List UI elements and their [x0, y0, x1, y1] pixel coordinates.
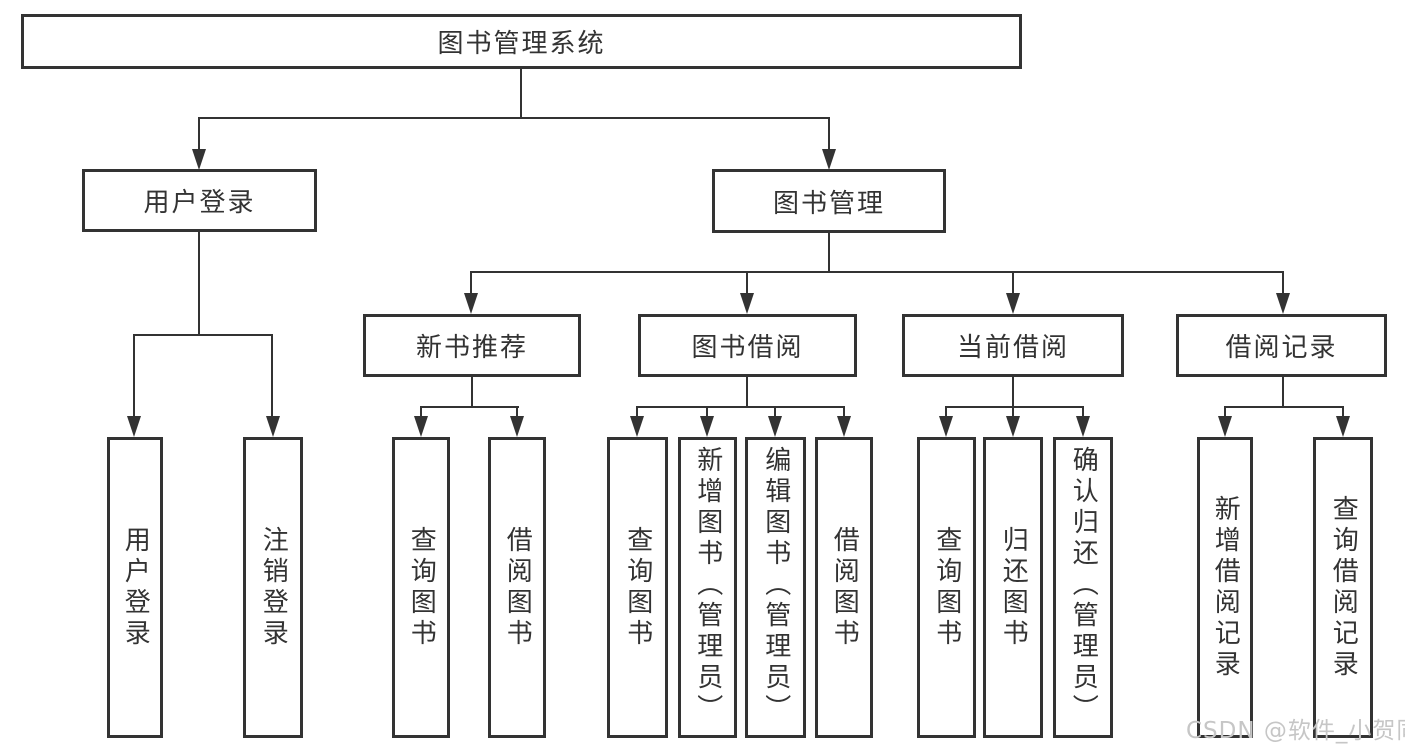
connector-line	[746, 377, 748, 407]
connector-line	[1012, 271, 1014, 295]
node-current-borrowing: 当前借阅	[902, 314, 1124, 377]
leaf-query-borrow-record-label: 查询借阅记录	[1328, 494, 1359, 681]
leaf-query-borrow-record: 查询借阅记录	[1313, 437, 1373, 738]
connector-line	[471, 377, 473, 407]
connector-line	[636, 406, 845, 408]
connector-line	[1282, 377, 1284, 407]
connector-line	[133, 334, 273, 336]
leaf-user-login: 用户登录	[107, 437, 163, 738]
connector-line	[520, 69, 522, 117]
node-book-borrowing: 图书借阅	[638, 314, 857, 377]
arrow-down-icon	[939, 416, 953, 437]
connector-line	[133, 334, 135, 418]
leaf-return-book: 归还图书	[983, 437, 1043, 738]
node-new-book-recommend-label: 新书推荐	[415, 333, 528, 363]
connector-line	[706, 406, 708, 418]
leaf-edit-book-admin-label: 编辑图书（管理员）	[760, 446, 791, 725]
arrow-down-icon	[822, 149, 836, 170]
arrow-down-icon	[1336, 416, 1350, 437]
connector-line	[271, 334, 273, 418]
node-book-management-label: 图书管理	[772, 188, 885, 219]
arrow-down-icon	[192, 149, 206, 170]
node-book-management: 图书管理	[712, 169, 946, 233]
leaf-edit-book-admin: 编辑图书（管理员）	[745, 437, 806, 738]
leaf-add-book-admin-label: 新增图书（管理员）	[692, 446, 723, 725]
connector-line	[198, 117, 200, 151]
leaf-add-borrow-record: 新增借阅记录	[1197, 437, 1253, 738]
arrow-down-icon	[740, 293, 754, 314]
connector-line	[470, 271, 1284, 273]
connector-line	[945, 406, 1084, 408]
connector-line	[746, 271, 748, 295]
node-book-borrowing-label: 图书借阅	[691, 333, 804, 363]
csdn-watermark: CSDN @软件_小贺同学	[1186, 718, 1405, 744]
arrow-down-icon	[700, 416, 714, 437]
node-library-system-label: 图书管理系统	[437, 29, 606, 59]
connector-line	[843, 406, 845, 418]
arrow-down-icon	[127, 416, 141, 437]
leaf-query-books-recommend: 查询图书	[392, 437, 450, 738]
leaf-borrow-books-borrowing: 借阅图书	[815, 437, 873, 738]
leaf-user-login-label: 用户登录	[120, 525, 151, 650]
arrow-down-icon	[768, 416, 782, 437]
leaf-query-books-borrowing: 查询图书	[607, 437, 668, 738]
connector-line	[1012, 406, 1014, 418]
arrow-down-icon	[1006, 293, 1020, 314]
connector-line	[1282, 271, 1284, 295]
leaf-query-books-recommend-label: 查询图书	[406, 525, 437, 650]
arrow-down-icon	[414, 416, 428, 437]
connector-line	[1224, 406, 1344, 408]
leaf-borrow-books-borrowing-label: 借阅图书	[829, 525, 860, 650]
node-new-book-recommend: 新书推荐	[363, 314, 581, 377]
connector-line	[636, 406, 638, 418]
leaf-query-books-current: 查询图书	[917, 437, 976, 738]
connector-line	[516, 406, 518, 418]
arrow-down-icon	[266, 416, 280, 437]
leaf-borrow-books-recommend: 借阅图书	[488, 437, 546, 738]
node-user-login-label: 用户登录	[143, 188, 256, 218]
connector-line	[828, 117, 830, 151]
leaf-query-books-borrowing-label: 查询图书	[622, 525, 653, 650]
arrow-down-icon	[1076, 416, 1090, 437]
leaf-return-book-label: 归还图书	[998, 525, 1029, 650]
leaf-add-borrow-record-label: 新增借阅记录	[1210, 494, 1241, 681]
connector-line	[1012, 377, 1014, 407]
arrow-down-icon	[510, 416, 524, 437]
connector-line	[420, 406, 519, 408]
arrow-down-icon	[464, 293, 478, 314]
leaf-borrow-books-recommend-label: 借阅图书	[502, 525, 533, 650]
leaf-logout: 注销登录	[243, 437, 303, 738]
leaf-confirm-return-admin-label: 确认归还（管理员）	[1068, 446, 1099, 725]
connector-line	[470, 271, 472, 295]
connector-line	[198, 117, 830, 119]
connector-line	[774, 406, 776, 418]
arrow-down-icon	[1006, 416, 1020, 437]
node-library-system: 图书管理系统	[21, 14, 1022, 69]
connector-line	[198, 232, 200, 335]
leaf-query-books-current-label: 查询图书	[931, 525, 962, 650]
connector-line	[945, 406, 947, 418]
connector-line	[1082, 406, 1084, 418]
node-borrowing-records-label: 借阅记录	[1225, 333, 1338, 363]
leaf-add-book-admin: 新增图书（管理员）	[678, 437, 737, 738]
leaf-logout-label: 注销登录	[258, 525, 289, 650]
connector-line	[1224, 406, 1226, 418]
node-user-login: 用户登录	[82, 169, 317, 232]
connector-line	[420, 406, 422, 418]
arrow-down-icon	[1276, 293, 1290, 314]
connector-line	[828, 233, 830, 272]
node-borrowing-records: 借阅记录	[1176, 314, 1387, 377]
arrow-down-icon	[630, 416, 644, 437]
leaf-confirm-return-admin: 确认归还（管理员）	[1053, 437, 1113, 738]
arrow-down-icon	[1218, 416, 1232, 437]
connector-line	[1342, 406, 1344, 418]
node-current-borrowing-label: 当前借阅	[956, 333, 1069, 363]
arrow-down-icon	[837, 416, 851, 437]
